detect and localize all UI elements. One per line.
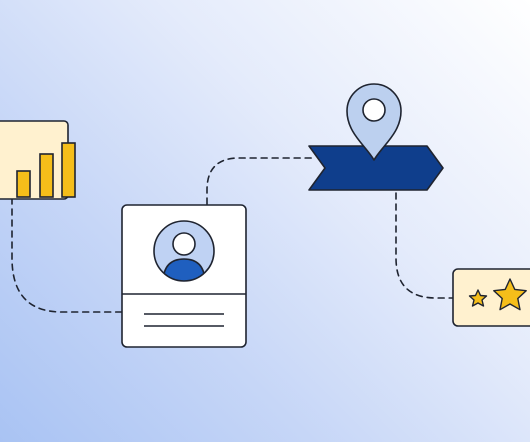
chart-bar <box>16 170 31 198</box>
connector-paths <box>11 157 454 313</box>
bar-chart-icon <box>0 120 76 200</box>
chart-bar <box>39 153 54 198</box>
ribbon-flag-icon <box>308 145 444 191</box>
star-icon <box>493 278 527 311</box>
connector-ribbon-to-rating <box>395 192 454 299</box>
location-pin-icon <box>346 83 402 161</box>
connector-chart-to-profile <box>11 197 123 313</box>
profile-card <box>121 204 247 348</box>
connector-profile-to-ribbon <box>206 157 316 205</box>
star-rating-icon <box>452 268 530 327</box>
chart-card <box>0 120 69 200</box>
user-avatar-icon <box>153 220 215 282</box>
chart-bar <box>61 142 76 198</box>
star-icon <box>468 289 488 307</box>
